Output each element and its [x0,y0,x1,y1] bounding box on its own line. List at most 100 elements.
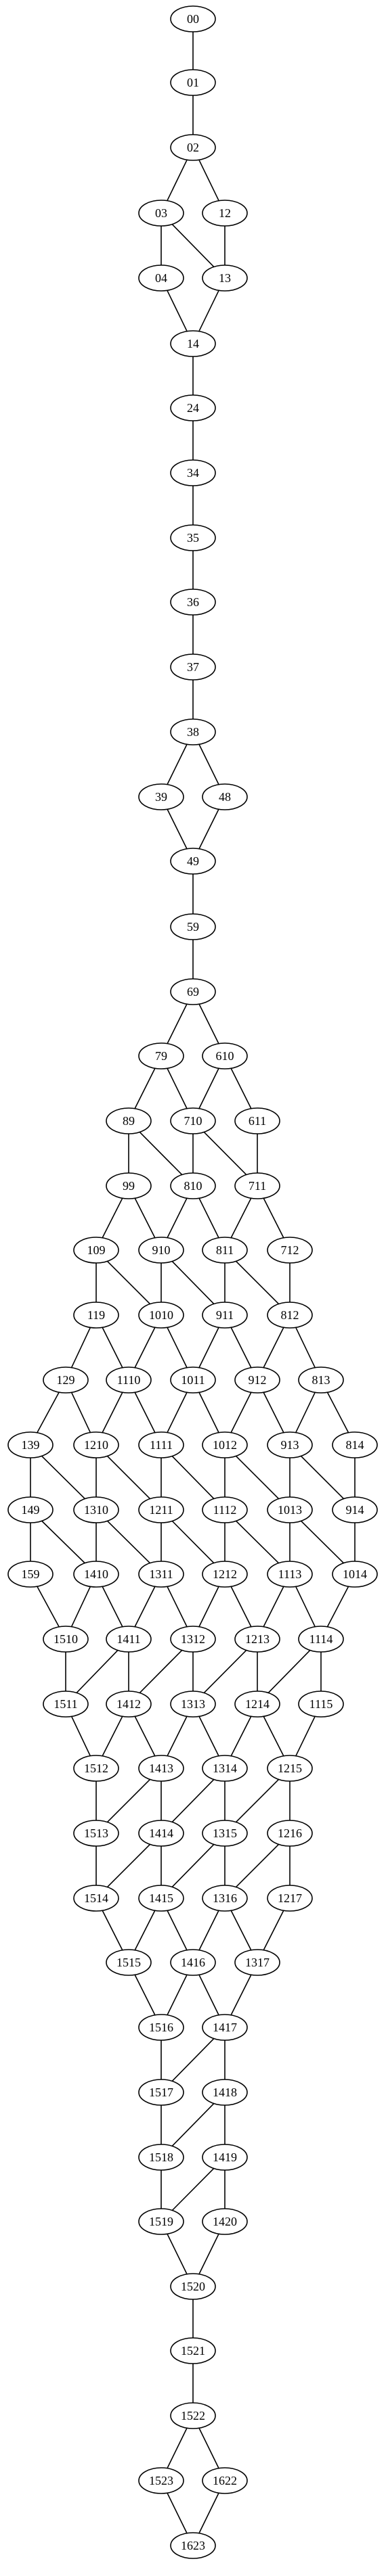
node-1622: 1622 [202,2467,248,2494]
node-label: 02 [187,141,199,154]
node-ellipse [73,1496,119,1523]
node-02: 02 [170,134,216,161]
node-1215: 1215 [267,1755,313,1782]
node-814: 814 [332,1431,378,1458]
node-00: 00 [170,5,216,32]
edge-109-1010 [106,1260,151,1305]
node-1515: 1515 [106,1949,152,1976]
edge-99-910 [134,1197,156,1239]
node-ellipse [106,1690,152,1718]
node-label: 1514 [84,1891,108,1905]
node-1216: 1216 [267,1820,313,1847]
edge-811-812 [235,1260,280,1305]
node-label: 1212 [213,1567,237,1581]
node-label: 1213 [245,1632,270,1646]
node-label: 1011 [181,1373,205,1387]
node-1521: 1521 [170,2337,216,2364]
node-1210: 1210 [73,1431,119,1458]
node-label: 1410 [84,1567,108,1581]
edge-1010-1011 [167,1327,188,1368]
node-label: 36 [187,595,199,609]
node-label: 14 [187,337,199,350]
node-ellipse [138,2144,184,2171]
node-109: 109 [73,1237,119,1264]
node-ellipse [138,1042,184,1070]
node-label: 1512 [84,1762,108,1775]
node-label: 1310 [84,1503,108,1517]
node-label: 35 [187,531,199,545]
edge-1210-1211 [106,1455,151,1500]
edge-1420-1520 [198,2233,219,2275]
node-1114: 1114 [298,1626,344,1653]
node-ellipse [202,200,248,227]
edge-1522-1622 [198,2427,219,2469]
edge-1217-1317 [263,1910,284,1951]
node-ellipse [106,1626,152,1653]
node-label: 1523 [149,2474,173,2487]
edge-89-810 [139,1131,183,1176]
node-ellipse [106,1172,152,1199]
node-49: 49 [170,848,216,875]
node-01: 01 [170,69,216,96]
node-1522: 1522 [170,2402,216,2429]
node-34: 34 [170,459,216,486]
node-ellipse [170,1690,216,1718]
node-1312: 1312 [170,1626,216,1653]
node-ellipse [202,264,248,292]
node-ellipse [7,1431,53,1458]
node-ellipse [202,2014,248,2041]
node-1512: 1512 [73,1755,119,1782]
node-69: 69 [170,978,216,1005]
node-1311: 1311 [138,1561,184,1588]
edge-1417-1517 [171,2038,215,2082]
node-label: 1515 [116,1956,141,1969]
node-ellipse [170,589,216,616]
node-ellipse [73,1302,119,1329]
node-1511: 1511 [43,1690,89,1718]
node-1110: 1110 [106,1366,152,1394]
edge-1522-1523 [167,2427,188,2469]
node-12: 12 [202,200,248,227]
node-label: 48 [219,790,231,804]
node-ellipse [138,1820,184,1847]
edge-1316-1317 [230,1910,252,1951]
node-99: 99 [106,1172,152,1199]
node-ellipse [234,1690,280,1718]
edge-813-814 [326,1392,349,1433]
node-1315: 1315 [202,1820,248,1847]
node-1520: 1520 [170,2273,216,2300]
edge-1414-1514 [106,1843,151,1888]
node-ellipse [106,1949,152,1976]
node-label: 01 [187,76,199,89]
node-label: 813 [312,1373,330,1387]
edge-1313-1314 [198,1716,219,1757]
node-label: 1418 [213,2086,237,2099]
edge-1519-1520 [167,2233,188,2275]
edge-1415-1515 [134,1910,156,1951]
edge-1622-1623 [198,2492,219,2534]
edge-02-12 [198,159,219,202]
node-1011: 1011 [170,1366,216,1394]
edge-1213-1313 [203,1649,247,1694]
edge-1113-1114 [295,1586,316,1628]
node-ellipse [267,1885,313,1912]
node-13: 13 [202,264,248,292]
node-ellipse [332,1496,378,1523]
node-1517: 1517 [138,2079,184,2106]
edge-1113-1213 [263,1586,284,1628]
edge-1115-1215 [295,1716,316,1757]
node-label: 1217 [278,1891,302,1905]
node-label: 1114 [309,1632,333,1646]
node-ellipse [138,1561,184,1588]
node-1514: 1514 [73,1885,119,1912]
edge-03-13 [171,223,215,268]
node-1410: 1410 [73,1561,119,1588]
node-label: 1510 [53,1632,78,1646]
node-1115: 1115 [298,1690,344,1718]
edge-1418-1518 [171,2102,215,2147]
node-label: 1417 [213,2021,237,2034]
node-610: 610 [202,1042,248,1070]
edge-1415-1416 [167,1910,188,1951]
node-ellipse [43,1626,89,1653]
